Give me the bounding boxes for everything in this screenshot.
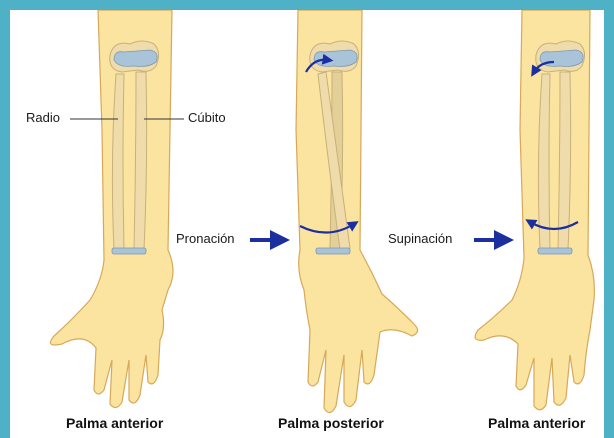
left-forearm-skin	[50, 10, 173, 408]
cubito-label: Cúbito	[188, 110, 226, 125]
left-arm	[50, 10, 184, 408]
left-cartilage	[114, 50, 157, 67]
caption-left: Palma anterior	[66, 415, 163, 431]
radio-label: Radio	[26, 110, 60, 125]
left-ulna-bone	[134, 72, 147, 250]
left-wrist-cartilage	[112, 248, 146, 254]
caption-right: Palma anterior	[488, 415, 585, 431]
right-cartilage	[540, 50, 583, 67]
right-arm	[474, 10, 594, 410]
middle-wrist-cartilage	[316, 248, 350, 254]
middle-forearm-skin	[296, 10, 418, 413]
diagram-panel: Radio Cúbito Pronación Supinación Palma …	[10, 10, 604, 438]
right-radius-bone	[538, 74, 550, 250]
forearm-diagram	[10, 10, 604, 438]
caption-middle: Palma posterior	[278, 415, 384, 431]
middle-arm	[250, 10, 418, 413]
left-radius-bone	[112, 74, 124, 250]
right-ulna-bone	[558, 72, 571, 250]
middle-cartilage	[314, 50, 357, 67]
right-wrist-cartilage	[538, 248, 572, 254]
supinacion-label: Supinación	[388, 231, 452, 246]
pronacion-label: Pronación	[176, 231, 235, 246]
